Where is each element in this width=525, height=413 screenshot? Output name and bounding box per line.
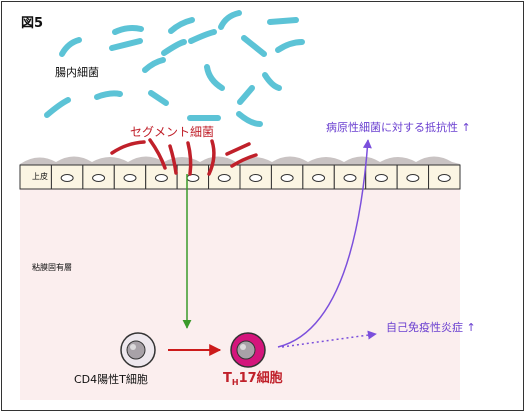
bacterium	[168, 17, 195, 34]
figure-label: 図5	[21, 16, 44, 31]
th17-cell	[230, 332, 266, 368]
cell-nucleus	[123, 174, 137, 182]
resistance-arrow	[277, 139, 372, 348]
bacterium	[275, 39, 305, 53]
bacterium	[44, 97, 71, 118]
segmented-bacteria-group	[110, 138, 258, 176]
cell-nucleus	[437, 174, 451, 182]
cell-nucleus	[374, 174, 388, 182]
bacterium	[59, 37, 82, 57]
pathogen-resistance-label: 病原性細菌に対する抵抗性 ↑	[326, 121, 471, 134]
cell-nucleus	[280, 174, 294, 182]
bacterium	[142, 57, 166, 73]
cell-nucleus	[186, 174, 200, 182]
gut-bacteria-label: 腸内細菌	[55, 66, 99, 79]
bacterium	[218, 10, 242, 30]
lamina-propria-label: 粘膜固有層	[32, 263, 72, 272]
epithelial-cell	[19, 164, 52, 190]
cell-nucleus	[92, 174, 106, 182]
segmented-bacteria-label: セグメント細菌	[130, 125, 215, 139]
gut-bacteria-group	[44, 10, 305, 127]
segmented-bacterium	[225, 142, 251, 156]
cell-nucleus	[343, 174, 357, 182]
cell-nucleus	[249, 174, 263, 182]
lamina-propria-region	[20, 188, 460, 400]
bacterium	[237, 85, 255, 105]
bacterium	[241, 35, 267, 57]
segmented-bacterium	[148, 138, 167, 170]
segmented-bacterium	[230, 153, 258, 168]
cell-nucleus	[60, 174, 74, 182]
bacterium	[161, 39, 187, 56]
segmented-bacterium	[168, 144, 178, 175]
cell-nucleus	[154, 174, 168, 182]
cd4-t-cell	[120, 332, 156, 368]
bacterium	[262, 72, 282, 91]
epithelium-label: 上皮	[32, 172, 48, 181]
bacterium	[188, 29, 217, 44]
th17-label-suffix: 17細胞	[238, 371, 283, 386]
epithelial-cell-layer	[19, 164, 461, 190]
segmented-bacterium	[207, 139, 216, 176]
bacterium	[109, 38, 143, 51]
th17-cell-label: TH17細胞	[223, 372, 283, 387]
bacterium	[204, 64, 225, 91]
segmented-bacterium	[186, 141, 193, 176]
inflammation-arrow	[281, 330, 377, 348]
th17-label-subscript: H	[231, 378, 239, 387]
autoimmune-inflammation-label: 自己免疫性炎症 ↑	[386, 321, 476, 334]
bacterium	[267, 17, 299, 25]
cell-nucleus	[217, 174, 231, 182]
cell-nucleus	[312, 174, 326, 182]
bacterium	[94, 90, 123, 100]
bacterium	[148, 90, 169, 106]
cell-nucleus	[406, 174, 420, 182]
bacterium	[112, 25, 144, 35]
segmented-bacterium	[110, 140, 146, 155]
th17-label-prefix: T	[223, 371, 232, 386]
bacterium	[236, 111, 263, 127]
cd4-t-cell-label: CD4陽性T細胞	[74, 373, 148, 386]
